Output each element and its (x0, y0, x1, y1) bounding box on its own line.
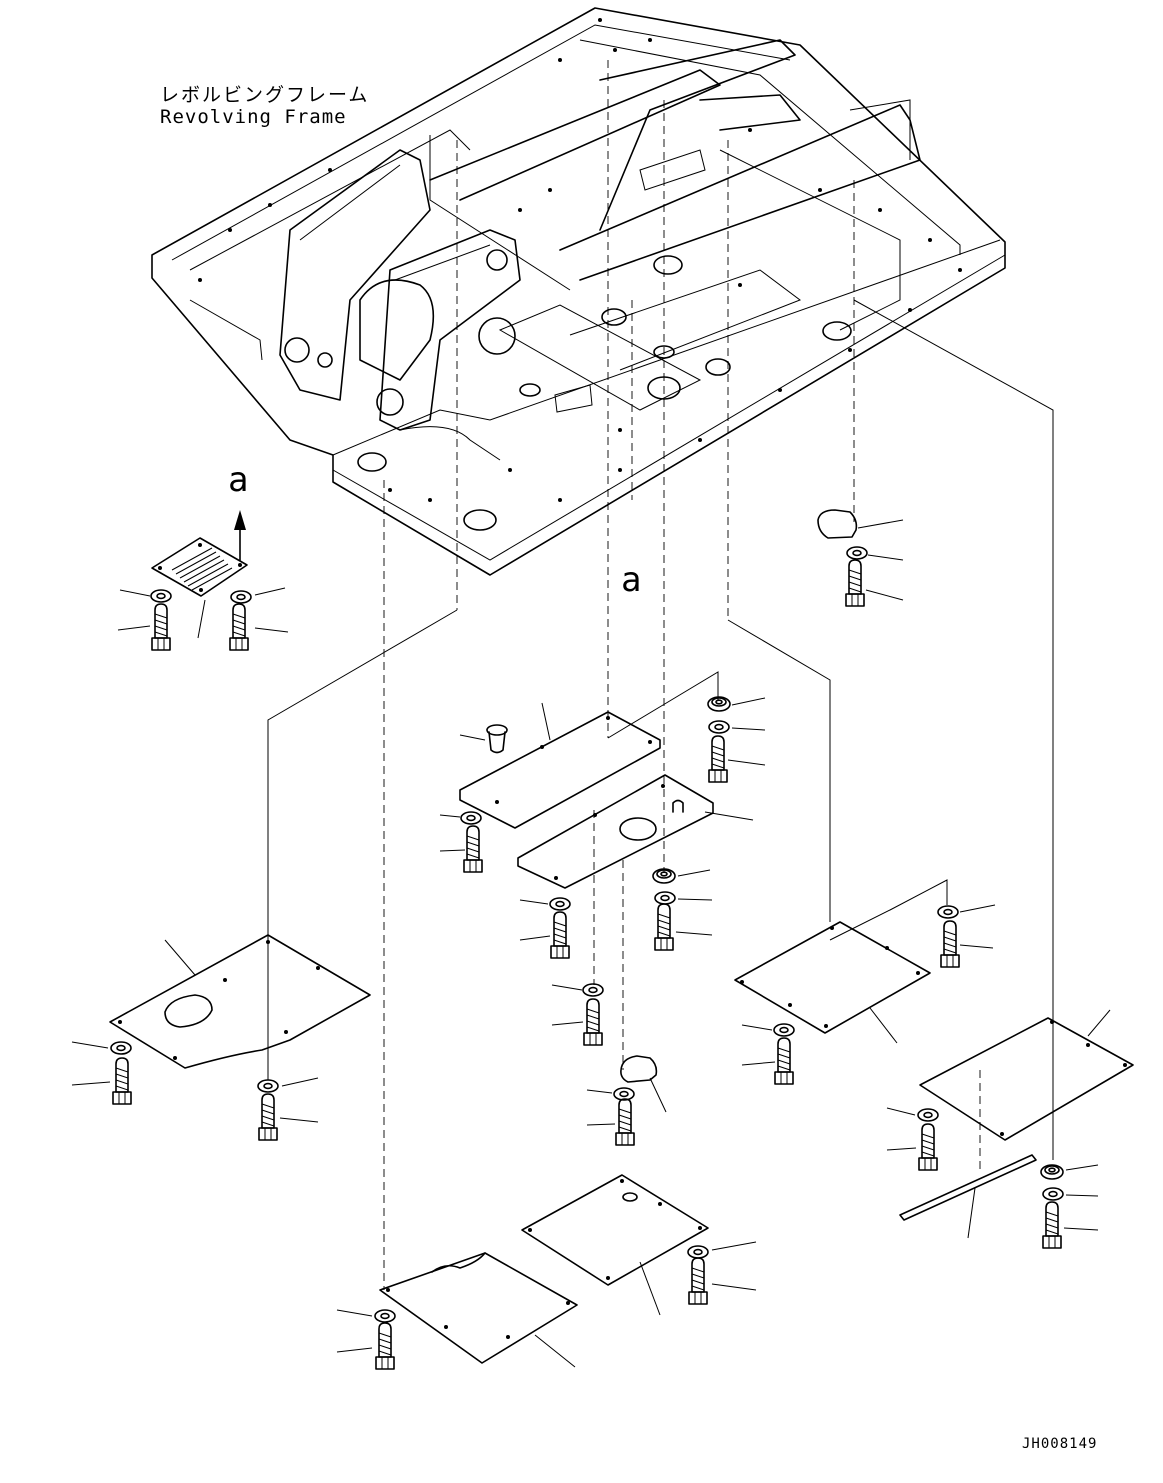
bolt-icon (375, 1322, 395, 1370)
view-marker-top-left: a (228, 460, 249, 500)
washer-icon (230, 590, 252, 604)
bottom-center-cover (521, 1174, 757, 1316)
washer-icon (549, 897, 571, 911)
grille-cover-plate (151, 537, 248, 597)
washer-icon (654, 891, 676, 905)
bolt-icon (654, 903, 674, 951)
bolt-icon (151, 603, 171, 651)
center-right-hardware (519, 696, 766, 1046)
small-cover-center (586, 1055, 667, 1146)
bolt-icon (708, 735, 728, 783)
bolt-icon (583, 998, 603, 1046)
right-middle-cover (734, 904, 996, 1085)
bolt-icon (688, 1257, 708, 1305)
washer-icon (582, 983, 604, 997)
view-a-assembly (117, 509, 289, 651)
left-large-cover (71, 934, 371, 1141)
lock-washer-icon (1040, 1164, 1064, 1180)
view-marker-center: a (621, 560, 642, 600)
bolt-icon (940, 920, 960, 968)
washer-icon (687, 1245, 709, 1259)
frame-label-japanese: レボルビングフレーム (160, 84, 370, 106)
seal-strip (899, 1154, 1037, 1239)
bolt-icon (463, 825, 483, 873)
center-lower-cover (517, 774, 754, 889)
washer-icon (150, 589, 172, 603)
washer-icon (917, 1108, 939, 1122)
drawing-code: JH008149 (1022, 1436, 1098, 1452)
washer-icon (613, 1087, 635, 1101)
frame-rivets (198, 18, 962, 502)
washer-icon (773, 1023, 795, 1037)
projection-lines (267, 60, 1054, 1290)
bolt-icon (774, 1037, 794, 1085)
bolt-icon (550, 911, 570, 959)
view-arrow-icon (233, 509, 247, 561)
washer-icon (374, 1309, 396, 1323)
bolt-icon (229, 603, 249, 651)
pin (459, 724, 508, 754)
washer-icon (937, 905, 959, 919)
bolt-icon (112, 1057, 132, 1105)
bolt-icon (615, 1098, 635, 1146)
right-lower-cover (886, 1009, 1134, 1249)
small-cover-upper-right (817, 509, 904, 607)
washer-icon (110, 1041, 132, 1055)
washer-icon (257, 1079, 279, 1093)
lock-washer-icon (707, 696, 731, 712)
bottom-left-cover (336, 1252, 578, 1370)
revolving-frame (151, 7, 1006, 576)
washer-icon (708, 720, 730, 734)
washer-icon (846, 546, 868, 560)
bolt-icon (1042, 1201, 1062, 1249)
bolt-icon (258, 1093, 278, 1141)
bolt-icon (918, 1123, 938, 1171)
center-upper-cover (439, 702, 661, 873)
bolt-icon (845, 559, 865, 607)
frame-label-english: Revolving Frame (160, 106, 347, 128)
washer-icon (460, 811, 482, 825)
washer-icon (1042, 1187, 1064, 1201)
